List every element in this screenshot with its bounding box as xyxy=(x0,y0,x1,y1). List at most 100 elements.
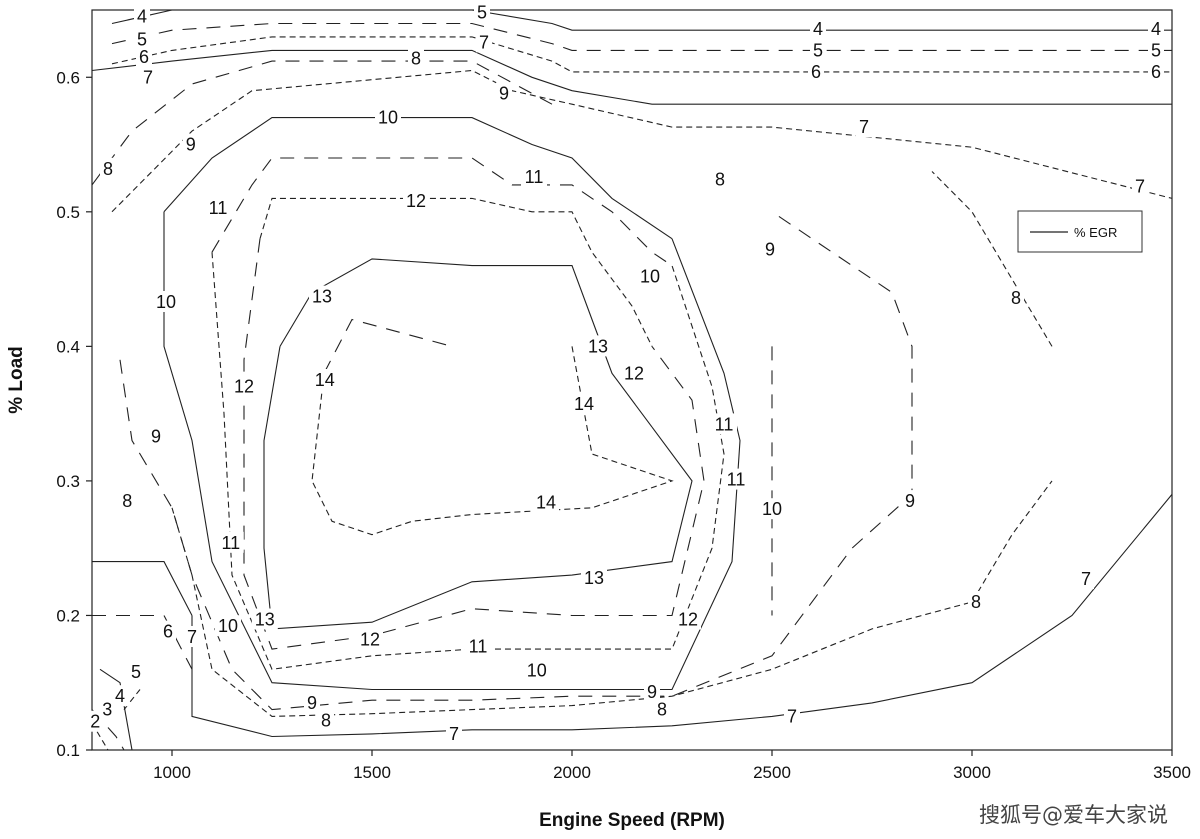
contour-label-bg xyxy=(318,709,334,731)
contour-line-level-7 xyxy=(91,49,1172,105)
contour-label-bg xyxy=(712,168,728,190)
contour-label-bg xyxy=(759,498,785,520)
contour-label-bg xyxy=(403,190,429,212)
legend-entry: % EGR xyxy=(1074,225,1117,240)
contour-label: 7 xyxy=(449,724,459,744)
contour-label-bg xyxy=(357,628,383,650)
contour-label: 10 xyxy=(762,499,782,519)
contour-label-bg xyxy=(311,369,338,390)
contour-label: 7 xyxy=(787,706,797,726)
contour-label-bg xyxy=(523,659,550,681)
contour-label-bg xyxy=(153,291,179,312)
contour-line-level-14 xyxy=(311,346,674,536)
contour-label-bg xyxy=(784,705,800,727)
contour-label-bg xyxy=(87,710,104,732)
watermark: 搜狐号@爱车大家说 xyxy=(979,803,1168,827)
x-tick-label: 1500 xyxy=(353,763,391,782)
contour-label: 9 xyxy=(765,240,775,260)
contour-label-bg xyxy=(119,490,136,512)
contour-label-bg xyxy=(810,17,826,39)
contour-label-bg xyxy=(621,362,647,384)
contour-label-bg xyxy=(496,82,512,104)
contour-label: 3 xyxy=(102,700,112,720)
contour-label-bg xyxy=(136,46,152,68)
contour-line-level-8 xyxy=(171,480,1053,717)
contour-label: 6 xyxy=(139,47,149,67)
y-axis-title: % Load xyxy=(6,346,27,414)
contour-label: 11 xyxy=(727,470,746,490)
contour-label: 11 xyxy=(209,198,228,218)
contour-label-bg xyxy=(1148,39,1164,61)
contour-label: 4 xyxy=(137,7,147,27)
contour-label: 11 xyxy=(469,636,488,656)
contour-label-bg xyxy=(723,468,749,490)
contour-label-bg xyxy=(134,28,150,50)
contour-label-bg xyxy=(1078,568,1094,590)
contour-label-bg xyxy=(585,335,611,357)
contour-label: 10 xyxy=(640,266,660,286)
contour-label: 7 xyxy=(143,67,153,87)
contour-label-bg xyxy=(100,157,116,179)
contour-label: 12 xyxy=(624,363,644,383)
contour-line-level-8 xyxy=(931,171,1053,347)
contour-label-bg xyxy=(134,5,150,27)
contour-line-level-4 xyxy=(99,668,133,751)
contour-label-bg xyxy=(375,106,401,128)
contour-label: 12 xyxy=(406,191,426,211)
contour-line-level-4 xyxy=(111,9,1172,31)
contour-label: 8 xyxy=(122,491,132,511)
contour-lines xyxy=(91,9,1173,751)
contour-label-bg xyxy=(968,591,984,612)
contour-label-bg xyxy=(675,608,701,630)
contour-line-level-5 xyxy=(123,689,141,710)
contour-label: 8 xyxy=(103,159,113,179)
contour-label-bg xyxy=(1148,17,1164,39)
contour-label: 12 xyxy=(234,377,254,397)
contour-label-bg xyxy=(184,626,200,647)
contour-line-level-13 xyxy=(263,346,693,630)
contour-label-bg xyxy=(251,608,278,630)
contour-label: 8 xyxy=(1011,288,1021,308)
contour-label-bg xyxy=(465,635,491,657)
contour-label-bg xyxy=(521,165,547,187)
contour-label: 9 xyxy=(307,693,317,713)
contour-label: 4 xyxy=(1151,19,1161,39)
contour-label: 5 xyxy=(477,3,487,23)
contour-line-level-8 xyxy=(91,60,553,186)
contour-label-bg xyxy=(476,31,492,53)
contour-label: 10 xyxy=(378,108,398,128)
contour-label-bg xyxy=(128,661,144,682)
contour-label: 8 xyxy=(657,700,667,720)
contour-label: 9 xyxy=(499,83,509,103)
contour-label: 8 xyxy=(971,592,981,612)
contour-label-bg xyxy=(1132,175,1148,197)
contour-label: 10 xyxy=(218,616,238,636)
contour-label: 6 xyxy=(811,62,821,82)
x-tick-label: 3500 xyxy=(1153,763,1191,782)
y-tick-label: 0.4 xyxy=(56,337,80,356)
contour-line-level-12 xyxy=(243,238,705,650)
contour-label-bg xyxy=(160,620,176,642)
contour-line-level-11 xyxy=(211,157,673,267)
contour-label: 12 xyxy=(678,610,698,630)
contour-line-level-7 xyxy=(191,494,1173,738)
y-tick-label: 0.5 xyxy=(56,203,80,222)
contour-label-bg xyxy=(571,393,597,415)
contour-line-level-5 xyxy=(111,22,1172,51)
contour-label: 5 xyxy=(137,30,147,50)
contour-label: 9 xyxy=(186,135,196,155)
contour-label: 8 xyxy=(321,710,331,730)
y-axis-ticks: 0.10.20.30.40.50.6 xyxy=(56,68,92,760)
contour-label-bg xyxy=(182,133,199,155)
contour-label: 5 xyxy=(131,662,141,682)
contour-label-bg xyxy=(808,60,824,82)
x-tick-label: 1000 xyxy=(153,763,191,782)
contour-label: 13 xyxy=(588,336,608,356)
contour-label: 7 xyxy=(1135,176,1145,196)
contour-label-bg xyxy=(644,681,660,703)
contour-label-bg xyxy=(231,375,257,397)
contour-label: 10 xyxy=(527,661,547,681)
contour-label: 6 xyxy=(163,622,173,642)
